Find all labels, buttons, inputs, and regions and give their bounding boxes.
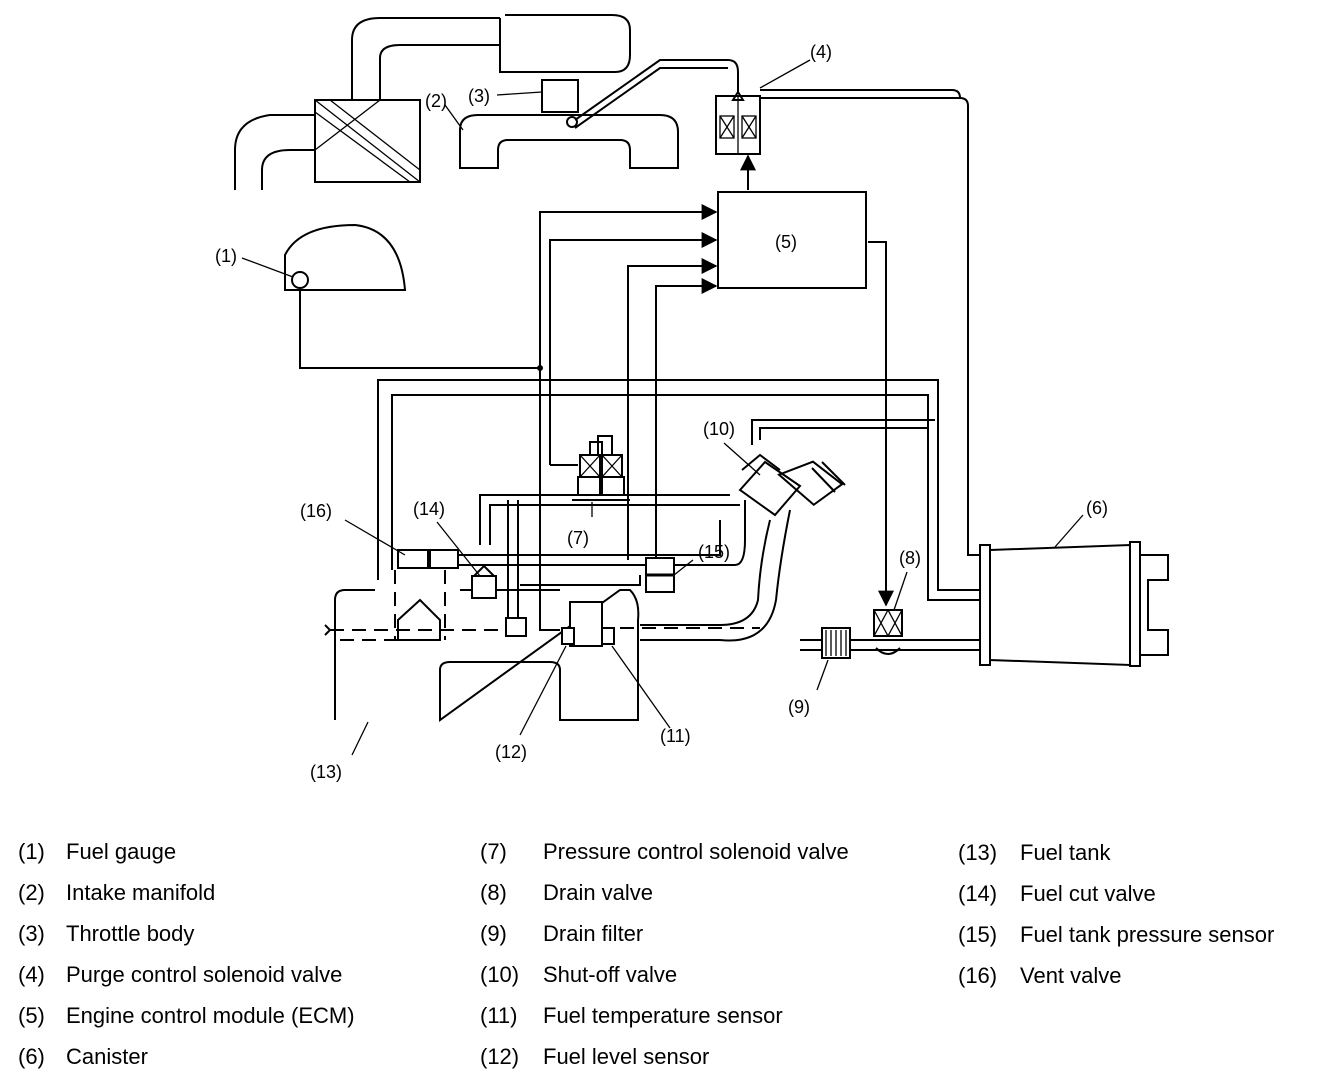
legend-item: (11)Fuel temperature sensor (480, 1003, 783, 1028)
filler-neck (640, 453, 846, 642)
purge-control-solenoid-valve (715, 89, 985, 556)
legend-column-2: (7)Pressure control solenoid valve (8)Dr… (480, 831, 849, 1077)
legend-item: (16)Vent valve (958, 963, 1122, 988)
callout-3: (3) (468, 86, 490, 106)
drain-valve (873, 609, 903, 637)
vent-valve (394, 549, 459, 641)
drain-line (800, 609, 985, 659)
callout-5: (5) (775, 232, 797, 252)
callout-7: (7) (567, 528, 589, 548)
legend-item: (6)Canister (18, 1044, 148, 1069)
callout-11: (11) (660, 726, 691, 746)
callout-13: (13) (310, 762, 342, 782)
ecm-box (717, 191, 867, 289)
legend-item: (2)Intake manifold (18, 880, 216, 905)
pressure-control-solenoid-valve (550, 435, 630, 501)
legend-item: (4)Purge control solenoid valve (18, 962, 343, 987)
callout-leaders (241, 59, 1084, 756)
fuel-tank-port (505, 617, 527, 637)
legend-item: (1)Fuel gauge (18, 839, 177, 864)
fuel-cut-valve (471, 575, 497, 599)
vapor-lines (377, 379, 985, 620)
callout-2: (2) (425, 91, 447, 111)
fuel-tank-pressure-sensor (645, 557, 675, 593)
callout-16: (16) (300, 501, 332, 521)
callout-4: (4) (810, 42, 832, 62)
callout-10: (10) (703, 419, 735, 439)
legend-item: (12)Fuel level sensor (480, 1044, 710, 1069)
legend-item: (9)Drain filter (480, 921, 644, 946)
callout-14: (14) (413, 499, 445, 519)
fuel-sensor-unit (561, 601, 615, 647)
legend-item: (3)Throttle body (18, 921, 195, 946)
legend-item: (7)Pressure control solenoid valve (480, 839, 849, 864)
legend-item: (10)Shut-off valve (480, 962, 678, 987)
callout-8: (8) (899, 548, 921, 568)
callout-12: (12) (495, 742, 527, 762)
evap-system-diagram: (1) (2) (3) (4) (5) (6) (7) (8) (9) (10)… (215, 14, 1169, 782)
intake-manifold (459, 59, 739, 169)
throttle-body (541, 79, 579, 113)
legend-column-1: (1)Fuel gauge (2)Intake manifold (3)Thro… (18, 831, 355, 1077)
canister (979, 541, 1169, 667)
legend-item: (15)Fuel tank pressure sensor (958, 922, 1275, 947)
legend-item: (14)Fuel cut valve (958, 881, 1156, 906)
callout-1: (1) (215, 246, 237, 266)
ecm-signal-lines (299, 204, 894, 631)
fuel-tank (324, 589, 760, 722)
callout-15: (15) (698, 542, 730, 562)
legend-item: (8)Drain valve (480, 880, 654, 905)
callout-9: (9) (788, 697, 810, 717)
legend-item: (5)Engine control module (ECM) (18, 1003, 355, 1028)
fuel-gauge (284, 223, 407, 291)
callout-6: (6) (1086, 498, 1108, 518)
legend-column-3: (13)Fuel tank (14)Fuel cut valve (15)Fue… (958, 832, 1274, 996)
legend-item: (13)Fuel tank (958, 840, 1111, 865)
air-intake-duct (234, 14, 631, 190)
